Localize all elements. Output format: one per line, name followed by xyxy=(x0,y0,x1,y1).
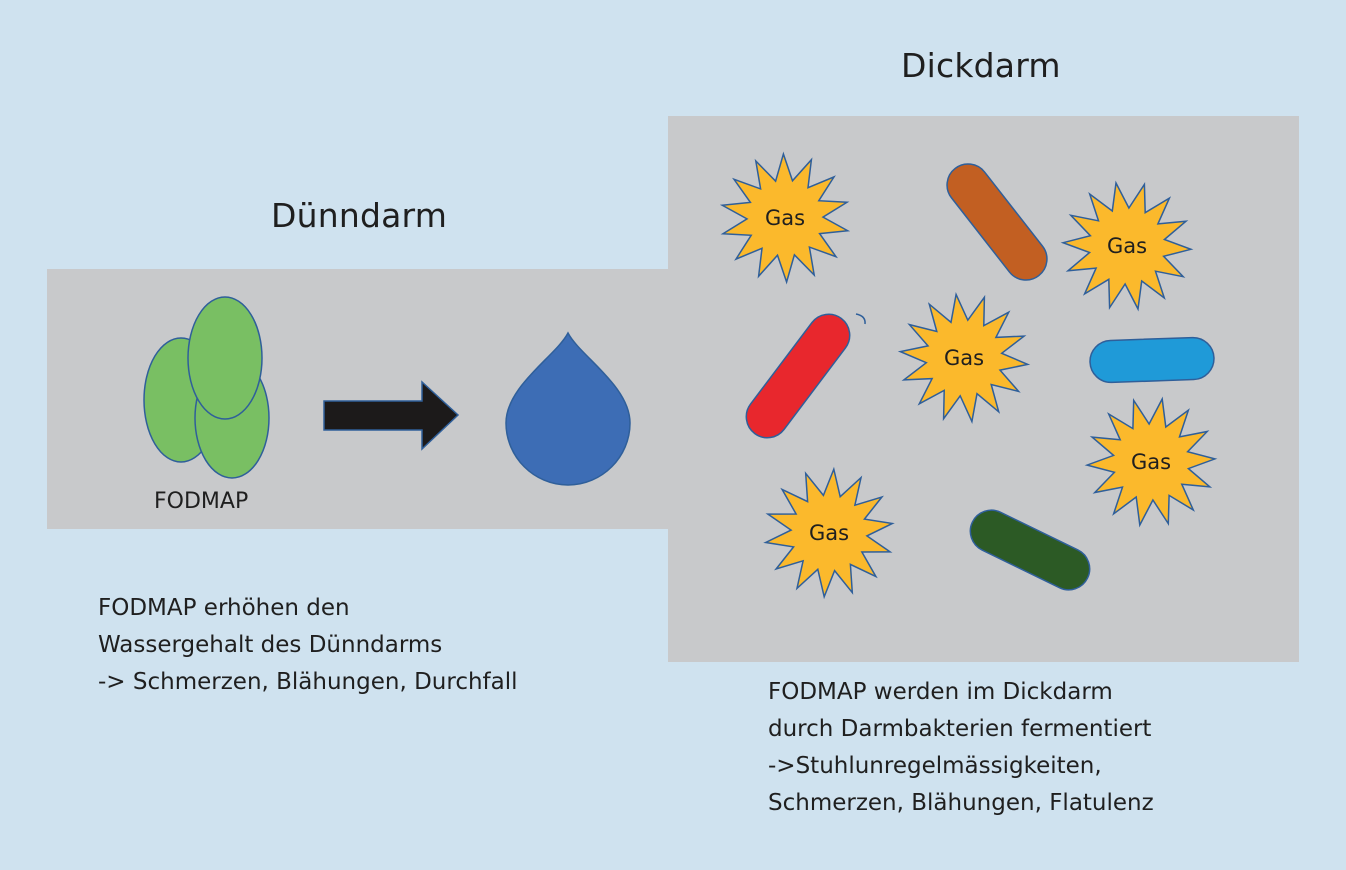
gas-burst-icon: Gas xyxy=(1084,396,1218,528)
gas-burst-icon: Gas xyxy=(897,292,1031,424)
caption-line: Schmerzen, Blähungen, Flatulenz xyxy=(768,790,1154,816)
gas-burst-icon: Gas xyxy=(719,151,851,285)
caption-line: Wassergehalt des Dünndarms xyxy=(98,632,443,658)
bacterium-green-icon xyxy=(969,509,1091,591)
water-drop-icon xyxy=(505,331,631,486)
gas-burst-shape xyxy=(897,292,1031,424)
bacterium-red-icon xyxy=(745,313,851,439)
fodmap-molecule-icon xyxy=(143,296,270,479)
gas-burst-shape xyxy=(1084,396,1218,528)
curl-mark xyxy=(855,313,866,325)
bacterium-brown-icon xyxy=(946,163,1048,281)
bacterium-blue-icon xyxy=(1089,336,1215,384)
gas-label: Gas xyxy=(809,521,849,545)
gas-burst-shape xyxy=(1060,180,1194,312)
gas-label: Gas xyxy=(1107,234,1147,258)
caption-line: -> Schmerzen, Blähungen, Durchfall xyxy=(98,669,518,695)
gas-burst-icon: Gas xyxy=(763,466,895,600)
caption-line: FODMAP werden im Dickdarm xyxy=(768,679,1113,705)
gas-burst-shape xyxy=(719,151,851,285)
arrow-right-icon xyxy=(323,380,460,451)
gas-burst-shape xyxy=(763,466,895,600)
large-intestine-caption: FODMAP werden im Dickdarm durch Darmbakt… xyxy=(768,674,1154,822)
caption-line: FODMAP erhöhen den xyxy=(98,595,350,621)
fodmap-label: FODMAP xyxy=(154,489,249,514)
caption-line: durch Darmbakterien fermentiert xyxy=(768,716,1152,742)
gas-label: Gas xyxy=(765,206,805,230)
small-intestine-title: Dünndarm xyxy=(271,196,448,235)
caption-line: ->Stuhlunregelmässigkeiten, xyxy=(768,753,1102,779)
gas-burst-icon: Gas xyxy=(1060,180,1194,312)
large-intestine-title: Dickdarm xyxy=(901,46,1061,85)
small-intestine-caption: FODMAP erhöhen den Wassergehalt des Dünn… xyxy=(98,590,518,701)
gas-label: Gas xyxy=(1131,450,1171,474)
gas-label: Gas xyxy=(944,346,984,370)
bacteria-group xyxy=(745,163,1215,591)
